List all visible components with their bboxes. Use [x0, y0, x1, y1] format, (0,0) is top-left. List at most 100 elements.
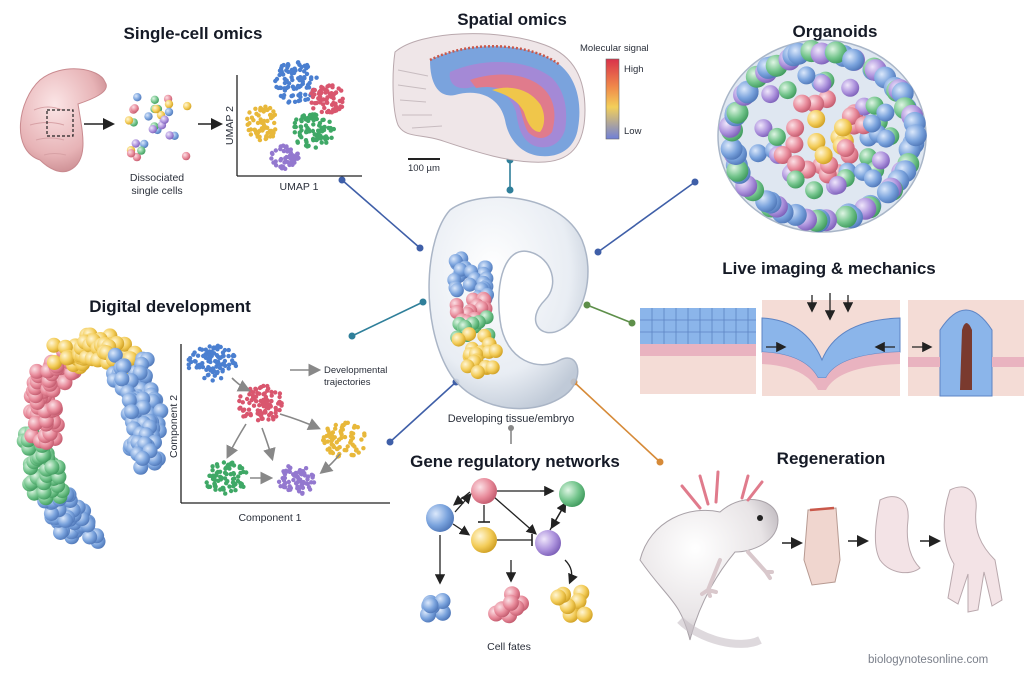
cell-dot: [206, 365, 211, 370]
cell-dot: [304, 85, 309, 90]
embryo-cell: [488, 344, 503, 358]
digital-embryo-model: [16, 327, 169, 549]
cell-dot: [210, 464, 215, 469]
cell-dot: [257, 137, 263, 143]
regeneration-panel: [639, 470, 1003, 648]
organoid-cell: [785, 135, 804, 154]
cell-dot: [306, 118, 311, 124]
cell-dot: [257, 128, 262, 133]
cell-dot: [238, 484, 244, 489]
cell-dot: [314, 75, 319, 80]
organoid-cell: [806, 94, 825, 113]
cell-dot: [273, 390, 278, 395]
cell-dot: [233, 482, 238, 487]
cell-dot: [290, 93, 296, 98]
cell-dot: [246, 407, 252, 412]
cell-dot: [287, 466, 293, 471]
cell-dot: [228, 488, 234, 494]
component2-axis-label: Component 2: [168, 394, 180, 458]
organoid-cell: [761, 85, 780, 104]
cell-dot: [251, 403, 257, 408]
cell-dot: [292, 120, 298, 126]
cell-dot: [224, 471, 229, 477]
cell-dot: [321, 117, 326, 123]
cell-dot: [254, 129, 259, 134]
gene-node-purple: [535, 530, 561, 556]
cell-dot: [206, 352, 212, 357]
cell-dot: [329, 135, 334, 140]
cell-dot: [245, 411, 250, 417]
cell-dot: [212, 481, 217, 486]
cell-dot: [325, 100, 330, 106]
cell-dot: [276, 479, 282, 484]
cell-dot: [260, 416, 265, 421]
cell-dot: [212, 373, 217, 378]
organoid-cell: [835, 205, 858, 228]
cell-dot: [207, 344, 212, 349]
cell-dot: [316, 96, 321, 101]
cell-dot: [261, 392, 266, 397]
cell-dot: [257, 385, 263, 391]
cell-dot: [354, 447, 359, 452]
fate-cell: [576, 606, 593, 623]
cell-dot: [265, 383, 270, 389]
cell-dot: [330, 430, 336, 435]
signal-legend-low: Low: [624, 126, 642, 137]
cell-dot: [248, 132, 254, 137]
cell-dot: [223, 466, 228, 471]
cell-dot: [316, 128, 321, 133]
neural-tube-closed: [908, 300, 1024, 397]
cell-dot: [277, 391, 283, 396]
signal-legend-high: High: [624, 64, 644, 75]
cell-dot: [266, 402, 272, 407]
cell-dot: [286, 487, 291, 493]
model-cell: [53, 525, 68, 540]
cell-dot: [287, 469, 292, 474]
cell-dot: [248, 127, 254, 132]
cell-dot: [323, 87, 328, 92]
cell-dot: [186, 365, 192, 371]
cell-dot: [303, 138, 309, 143]
cell-dot: [271, 130, 276, 135]
trajectory-annotation-line2: trajectories: [324, 377, 371, 388]
organoid-cell: [863, 114, 881, 133]
center-embryo: [428, 196, 589, 410]
cell-dot: [282, 160, 287, 165]
trajectory-annotation-line1: Developmental: [324, 365, 388, 376]
cell-dot: [361, 446, 366, 451]
cell-dot: [209, 349, 214, 355]
organoid-cell: [726, 101, 749, 124]
cell-dot: [287, 162, 292, 168]
cell-dot: [265, 130, 270, 136]
spatial-omics-title: Spatial omics: [457, 10, 567, 29]
cell-dot: [319, 109, 324, 115]
cell-dot: [333, 422, 338, 428]
cell-dot: [307, 80, 312, 86]
organoid-cell: [841, 78, 860, 97]
cell-dot: [237, 398, 242, 404]
cell-dot: [264, 136, 269, 141]
cell-dot: [318, 90, 323, 95]
cell-dot: [333, 426, 338, 431]
cell-dot: [218, 376, 224, 381]
cell-dot: [244, 396, 250, 402]
organoids-title: Organoids: [792, 22, 878, 41]
cell-dot: [255, 120, 261, 126]
cell-dot: [220, 486, 226, 491]
cell-dot: [207, 356, 213, 361]
cell-dot: [301, 113, 307, 118]
cell-dot: [325, 426, 330, 431]
organoid-cell: [787, 155, 806, 174]
organoid-cell: [842, 48, 865, 71]
organoid-cell: [726, 159, 749, 182]
cell-dot: [215, 343, 221, 348]
cell-dot: [199, 347, 205, 352]
cell-dot: [355, 425, 360, 430]
cell-dot: [269, 398, 274, 404]
cell-fate-clusters: [420, 584, 593, 624]
cell-dot: [277, 68, 283, 73]
cell-dot: [291, 477, 296, 483]
cell-dot: [210, 368, 215, 373]
cell-dot: [328, 450, 333, 455]
embryo-cell: [485, 360, 500, 375]
